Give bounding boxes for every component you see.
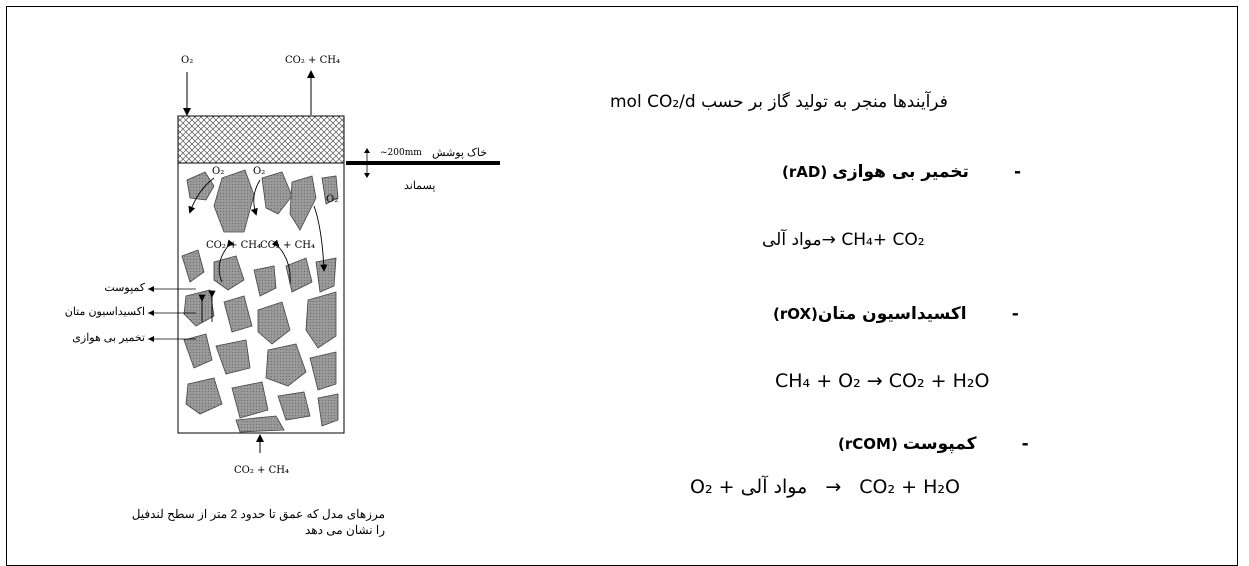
inner-flow-arrows: [188, 177, 328, 322]
process-oxidation-name: اکسیداسیون متان: [817, 304, 967, 324]
process-anaerobic-bullet: -: [1013, 162, 1022, 182]
anaerobic-products: CH₄+ CO₂: [841, 230, 925, 250]
compost-equation: O₂ + مواد آلی → CO₂ + H₂O: [690, 476, 960, 498]
diagram-caption: مرزهای مدل که عمق تا حدود 2 متر از سطح ل…: [131, 506, 385, 538]
top-gas-label: CO₂ + CH₄: [285, 55, 340, 66]
anaerobic-arrow: →: [821, 230, 836, 250]
title-unit: mol CO₂/d: [610, 92, 696, 112]
bottom-gas-label: CO₂ + CH₄: [234, 465, 289, 476]
top-oxygen-label: O₂: [181, 55, 194, 66]
process-compost-name: کمپوست: [902, 434, 977, 454]
compost-reactants: O₂ + مواد آلی: [690, 476, 808, 498]
cover-soil-label: خاک پوشش: [432, 147, 488, 159]
process-compost-bullet: -: [1021, 434, 1029, 454]
process-anaerobic: (rAD) تخمیر بی هوازی -: [782, 162, 1021, 182]
landfill-diagram: [148, 70, 500, 453]
caption-line-1: مرزهای مدل که عمق تا حدود 2 متر از سطح ل…: [131, 507, 385, 521]
process-compost-rate: (rCOM): [838, 435, 898, 453]
cover-soil-layer: [177, 115, 345, 164]
side-label-anaerobic: تخمیر بی هوازی: [72, 332, 145, 344]
inner-oxygen-label-1: O₂: [212, 166, 225, 177]
process-anaerobic-name: تخمیر بی هوازی: [832, 162, 969, 182]
process-anaerobic-rate: (rAD): [782, 163, 828, 181]
waste-stones: [181, 169, 339, 433]
compost-arrow: →: [825, 476, 842, 498]
process-oxidation-rate: (rOX): [773, 305, 818, 323]
inner-gas-label-2: CO₂ + CH₄: [260, 240, 315, 251]
side-label-methane-oxidation: اکسیداسیون متان: [64, 306, 145, 318]
anaerobic-equation: مواد آلی→ CH₄+ CO₂: [762, 230, 925, 250]
inner-gas-label-1: CO₂ + CH₄: [206, 240, 261, 251]
processes-title: mol CO₂/d فرآیندها منجر به تولید گاز بر …: [610, 92, 948, 112]
compost-products: CO₂ + H₂O: [859, 476, 960, 498]
oxidation-equation: CH₄ + O₂ → CO₂ + H₂O: [775, 370, 990, 392]
cover-depth-label: ~200mm: [380, 148, 422, 158]
inner-oxygen-label-2: O₂: [253, 166, 266, 177]
anaerobic-reactant: مواد آلی: [762, 230, 822, 250]
caption-line-2: را نشان می دهد: [304, 523, 385, 537]
process-oxidation: (rOX)اکسیداسیون متان -: [773, 304, 1019, 324]
process-compost: (rCOM) کمپوست -: [838, 434, 1029, 454]
process-oxidation-bullet: -: [1011, 304, 1019, 324]
title-text: فرآیندها منجر به تولید گاز بر حسب: [701, 92, 948, 112]
waste-label: پسماند: [404, 180, 436, 192]
inner-oxygen-label-3: O₂: [326, 194, 339, 205]
side-label-compost: کمپوست: [104, 282, 145, 294]
